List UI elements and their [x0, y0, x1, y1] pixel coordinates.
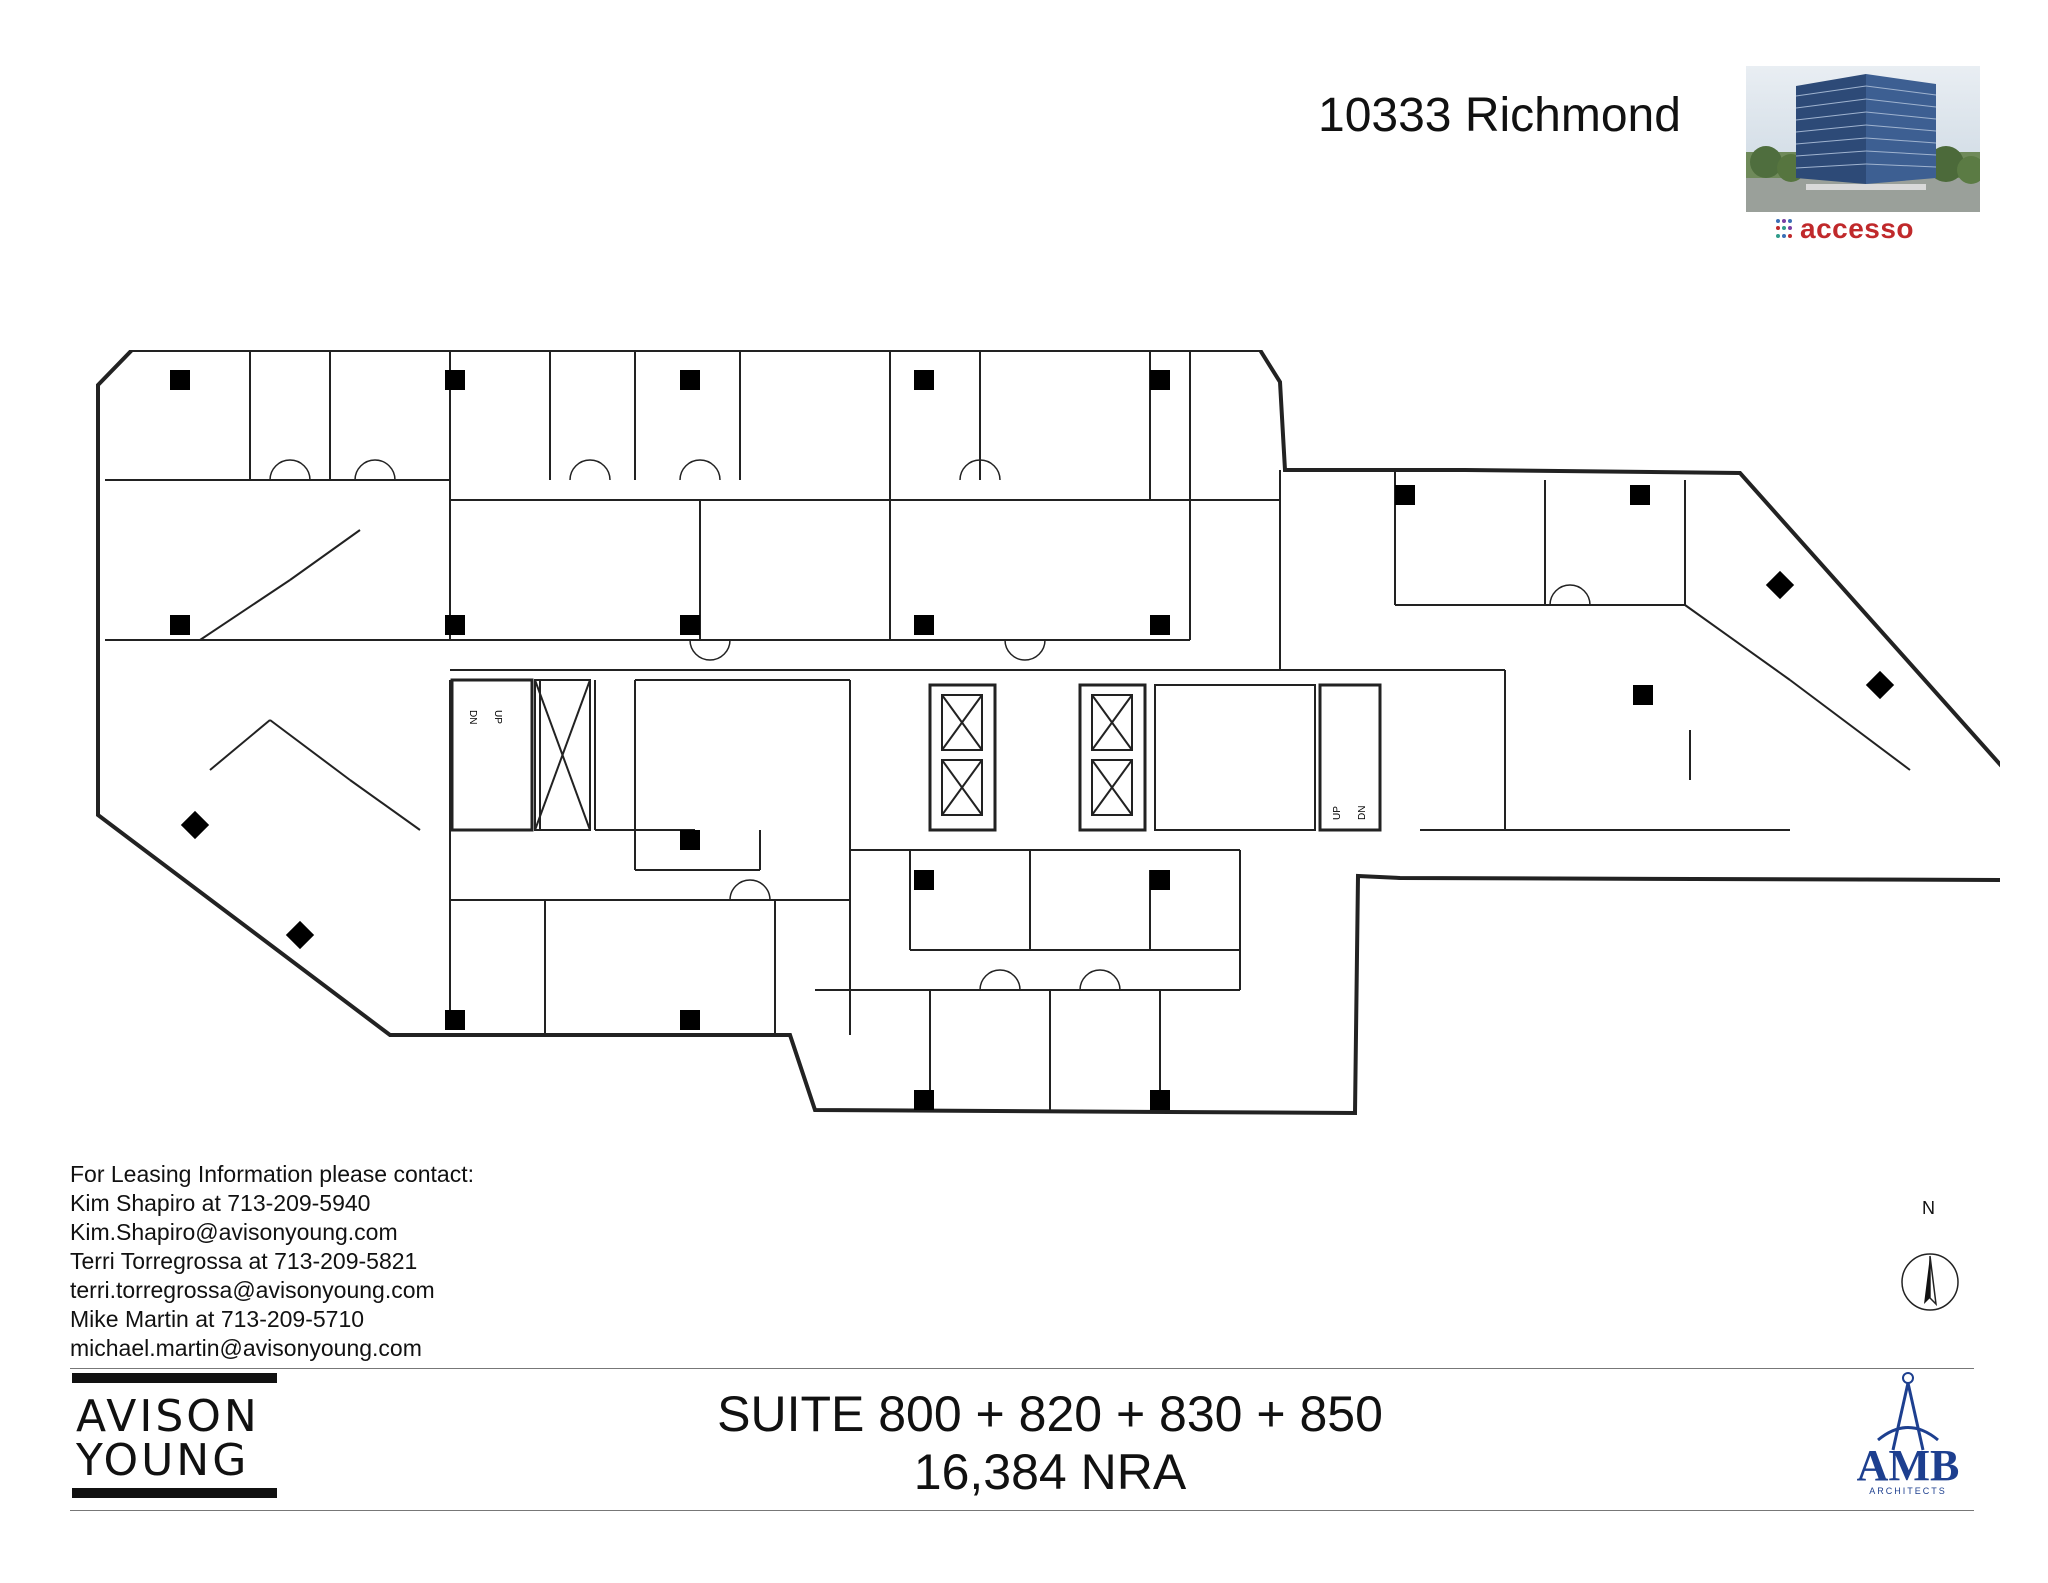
accesso-logo-text: accesso	[1800, 213, 1915, 244]
stair-label: DN	[1357, 806, 1368, 820]
logo-mark-icon	[1877, 1426, 1939, 1442]
suite-title: SUITE 800 + 820 + 830 + 850 16,384 NRA	[560, 1385, 1540, 1501]
stair-label: UP	[1332, 806, 1343, 820]
contact-heading: For Leasing Information please contact:	[70, 1161, 475, 1187]
accesso-dot	[1776, 219, 1780, 223]
logo-bar	[72, 1488, 277, 1498]
north-label: N	[1922, 1198, 1935, 1218]
suite-area: 16,384 NRA	[913, 1444, 1187, 1500]
accesso-dot	[1776, 233, 1780, 238]
contact-line: Kim Shapiro at 713-209-5940	[70, 1190, 371, 1216]
north-arrow-icon	[1901, 1253, 1959, 1311]
columns	[170, 370, 1895, 1110]
accesso-dot	[1782, 226, 1786, 231]
contact-line: michael.martin@avisonyoung.com	[70, 1335, 422, 1361]
walls	[105, 350, 1911, 1110]
accesso-logo: accesso	[1776, 213, 1956, 244]
accesso-dot	[1782, 233, 1786, 238]
accesso-dot	[1788, 233, 1792, 238]
contact-line: Mike Martin at 713-209-5710	[70, 1306, 365, 1332]
cores	[450, 678, 1382, 832]
amb-architects-logo: AMB ARCHITECTS	[1857, 1372, 1960, 1496]
building-outline	[96, 350, 2000, 1116]
accesso-dot	[1788, 226, 1792, 231]
accesso-dots-icon	[1776, 219, 1792, 239]
contact-line: terri.torregrossa@avisonyoung.com	[70, 1277, 435, 1303]
contact-line: Terri Torregrossa at 713-209-5821	[70, 1248, 418, 1274]
accesso-dot	[1782, 219, 1786, 223]
logo-mark-icon	[1891, 1382, 1910, 1451]
logo-text-line: YOUNG	[76, 1435, 250, 1486]
logo-mark-icon	[1906, 1382, 1925, 1451]
doors	[269, 459, 1591, 991]
accesso-dot	[1776, 226, 1780, 231]
accesso-dot	[1788, 219, 1792, 223]
footer-divider	[70, 1510, 1974, 1511]
building-photo	[1746, 66, 1980, 212]
logo-text-line: AVISON	[76, 1391, 260, 1442]
suite-numbers: SUITE 800 + 820 + 830 + 850	[717, 1386, 1383, 1442]
contact-line: Kim.Shapiro@avisonyoung.com	[70, 1219, 398, 1245]
footer-divider	[70, 1368, 1974, 1369]
amb-logo-subtext: ARCHITECTS	[1869, 1486, 1947, 1496]
stair-labels: DN UP UP DN	[467, 710, 1368, 820]
amb-logo-text: AMB	[1857, 1441, 1960, 1490]
stair-label: DN	[467, 710, 478, 724]
logo-bar	[72, 1373, 277, 1383]
floor-plan: DN UP UP DN	[96, 350, 2000, 1116]
logo-mark-icon	[1902, 1372, 1914, 1384]
building-title: 10333 Richmond	[1318, 89, 1681, 142]
stair-label: UP	[492, 710, 503, 724]
leasing-contact: For Leasing Information please contact: …	[70, 1160, 474, 1363]
avison-young-logo: AVISON YOUNG	[72, 1373, 277, 1498]
